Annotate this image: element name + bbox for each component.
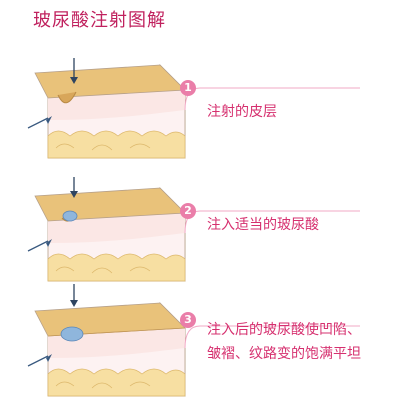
caption-line: 皱褶、纹路变的饱满平坦 xyxy=(207,346,361,362)
caption-line: 注射的皮层 xyxy=(207,104,277,120)
diagram-title: 玻尿酸注射图解 xyxy=(33,10,166,31)
step-caption: 注入后的玻尿酸使凹陷、 皱褶、纹路变的饱满平坦 xyxy=(207,318,361,366)
caption-line: 注入适当的玻尿酸 xyxy=(207,217,319,233)
step-number-badge: 3 xyxy=(180,312,196,328)
step-number-badge: 1 xyxy=(180,80,196,96)
skin-block-illustration-1 xyxy=(27,58,360,159)
caption-line: 注入后的玻尿酸使凹陷、 xyxy=(207,322,361,338)
step-caption: 注入适当的玻尿酸 xyxy=(207,213,319,237)
skin-block-illustration-2 xyxy=(27,177,360,282)
step-1: 1 注射的皮层 xyxy=(0,40,415,160)
step-3: 3 注入后的玻尿酸使凹陷、 皱褶、纹路变的饱满平坦 xyxy=(0,278,415,398)
step-2: 2 注入适当的玻尿酸 xyxy=(0,163,415,283)
step-number-badge: 2 xyxy=(180,203,196,219)
skin-block-illustration-3 xyxy=(27,284,360,397)
step-caption: 注射的皮层 xyxy=(207,100,277,124)
